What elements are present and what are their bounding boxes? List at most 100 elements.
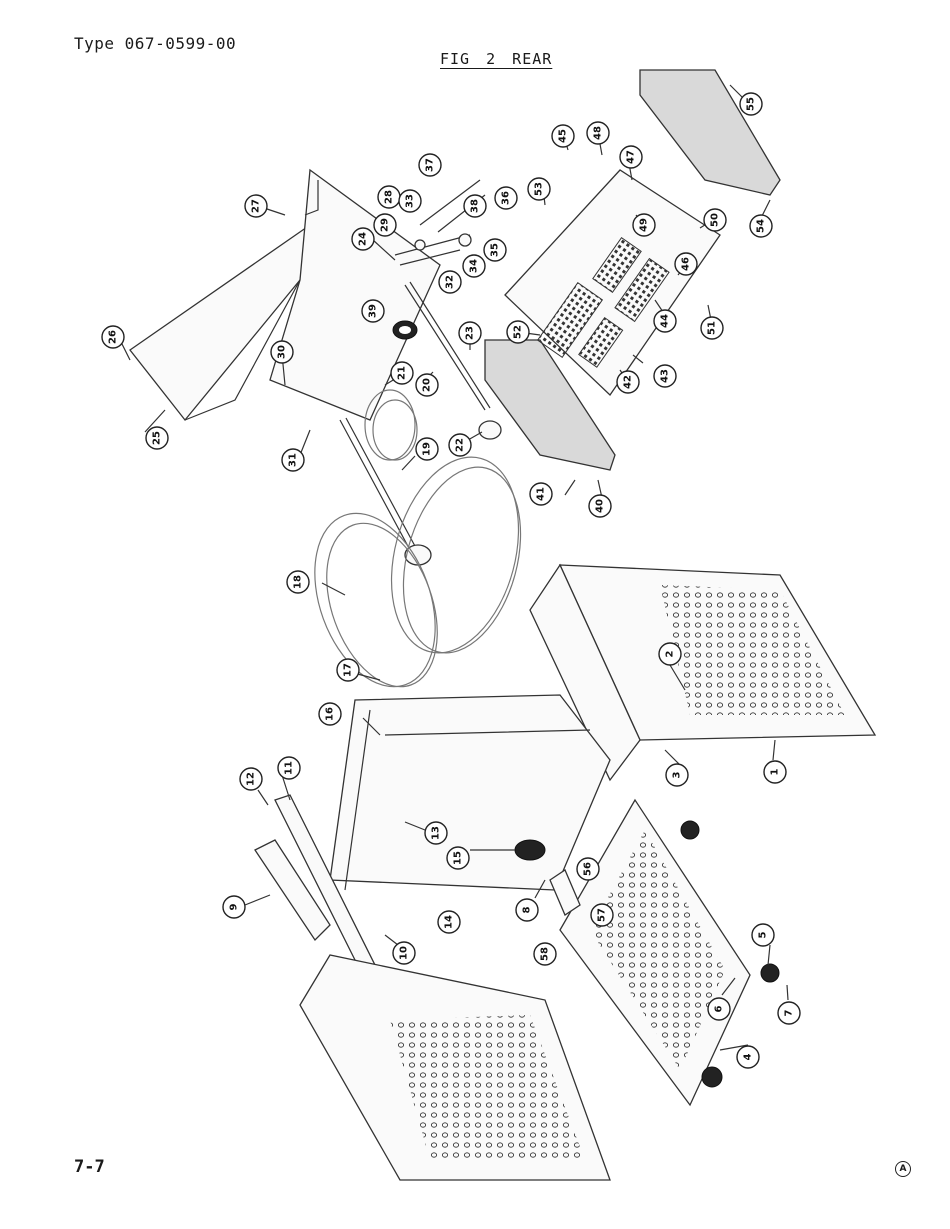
svg-text:9: 9 <box>229 903 240 910</box>
svg-text:21: 21 <box>397 366 408 380</box>
svg-text:39: 39 <box>368 304 379 318</box>
callout-28: 28 <box>378 186 400 208</box>
frame-14 <box>330 695 610 890</box>
svg-text:44: 44 <box>660 314 671 328</box>
svg-text:52: 52 <box>513 325 524 339</box>
end-plate-54 <box>640 70 780 195</box>
callout-40: 40 <box>589 495 611 517</box>
callout-39: 39 <box>362 300 384 322</box>
svg-text:19: 19 <box>422 442 433 456</box>
callout-58: 58 <box>534 943 556 965</box>
callout-6: 6 <box>708 998 730 1020</box>
callout-9: 9 <box>223 896 245 918</box>
callout-3: 3 <box>666 764 688 786</box>
callout-38: 38 <box>464 195 486 217</box>
svg-text:1: 1 <box>770 768 781 775</box>
svg-text:53: 53 <box>534 182 545 196</box>
callout-57: 57 <box>591 904 613 926</box>
callout-1: 1 <box>764 761 786 783</box>
callout-31: 31 <box>282 449 304 471</box>
svg-text:36: 36 <box>501 191 512 205</box>
svg-text:30: 30 <box>277 345 288 359</box>
svg-text:43: 43 <box>660 369 671 383</box>
svg-text:22: 22 <box>455 438 466 452</box>
callout-12: 12 <box>240 768 262 790</box>
callout-45: 45 <box>552 125 574 147</box>
svg-text:32: 32 <box>445 275 456 289</box>
svg-text:55: 55 <box>746 97 757 111</box>
svg-text:28: 28 <box>384 190 395 204</box>
knob-22 <box>479 421 501 439</box>
callout-8: 8 <box>516 899 538 921</box>
svg-text:58: 58 <box>540 947 551 961</box>
rod-and-knob <box>340 418 431 565</box>
svg-text:38: 38 <box>470 199 481 213</box>
callout-53: 53 <box>528 178 550 200</box>
svg-text:56: 56 <box>583 862 594 876</box>
callout-7: 7 <box>778 1002 800 1024</box>
callout-56: 56 <box>577 858 599 880</box>
callout-48: 48 <box>587 122 609 144</box>
callout-43: 43 <box>654 365 676 387</box>
callout-22: 22 <box>449 434 471 456</box>
svg-text:6: 6 <box>714 1005 725 1012</box>
svg-text:50: 50 <box>710 213 721 227</box>
svg-text:40: 40 <box>595 499 606 513</box>
svg-text:12: 12 <box>246 772 257 786</box>
svg-text:54: 54 <box>756 219 767 233</box>
callout-11: 11 <box>278 757 300 779</box>
svg-text:10: 10 <box>399 946 410 960</box>
callout-51: 51 <box>701 317 723 339</box>
callout-2: 2 <box>659 643 681 665</box>
svg-text:57: 57 <box>597 908 608 922</box>
svg-text:25: 25 <box>152 431 163 445</box>
svg-text:47: 47 <box>626 150 637 164</box>
callout-24: 24 <box>352 228 374 250</box>
callout-26: 26 <box>102 326 124 348</box>
svg-text:29: 29 <box>380 218 391 232</box>
callout-55: 55 <box>740 93 762 115</box>
callout-16: 16 <box>319 703 341 725</box>
svg-text:18: 18 <box>293 575 304 589</box>
svg-text:8: 8 <box>522 906 533 913</box>
svg-text:27: 27 <box>251 199 262 213</box>
svg-text:24: 24 <box>358 232 369 246</box>
svg-text:14: 14 <box>444 915 455 929</box>
svg-text:42: 42 <box>623 375 634 389</box>
callout-34: 34 <box>463 255 485 277</box>
callout-14: 14 <box>438 911 460 933</box>
svg-text:13: 13 <box>431 826 442 840</box>
svg-text:45: 45 <box>558 129 569 143</box>
callout-10: 10 <box>393 942 415 964</box>
svg-text:41: 41 <box>536 487 547 501</box>
callout-13: 13 <box>425 822 447 844</box>
callout-41: 41 <box>530 483 552 505</box>
svg-text:15: 15 <box>453 851 464 865</box>
callout-32: 32 <box>439 271 461 293</box>
callout-49: 49 <box>633 214 655 236</box>
svg-text:37: 37 <box>425 158 436 172</box>
svg-text:35: 35 <box>490 243 501 257</box>
callout-42: 42 <box>617 371 639 393</box>
callout-37: 37 <box>419 154 441 176</box>
callout-44: 44 <box>654 310 676 332</box>
callout-25: 25 <box>146 427 168 449</box>
callout-23: 23 <box>459 322 481 344</box>
callout-33: 33 <box>399 190 421 212</box>
svg-text:20: 20 <box>422 378 433 392</box>
callout-5: 5 <box>752 924 774 946</box>
svg-text:2: 2 <box>665 650 676 657</box>
callout-17: 17 <box>337 659 359 681</box>
callout-21: 21 <box>391 362 413 384</box>
svg-text:5: 5 <box>758 931 769 938</box>
callout-20: 20 <box>416 374 438 396</box>
bottom-panel <box>300 955 610 1180</box>
callout-30: 30 <box>271 341 293 363</box>
svg-text:26: 26 <box>108 330 119 344</box>
svg-text:4: 4 <box>743 1053 754 1060</box>
callout-47: 47 <box>620 146 642 168</box>
top-cover-25 <box>130 225 310 420</box>
callout-54: 54 <box>750 215 772 237</box>
svg-text:51: 51 <box>707 321 718 335</box>
callout-50: 50 <box>704 209 726 231</box>
